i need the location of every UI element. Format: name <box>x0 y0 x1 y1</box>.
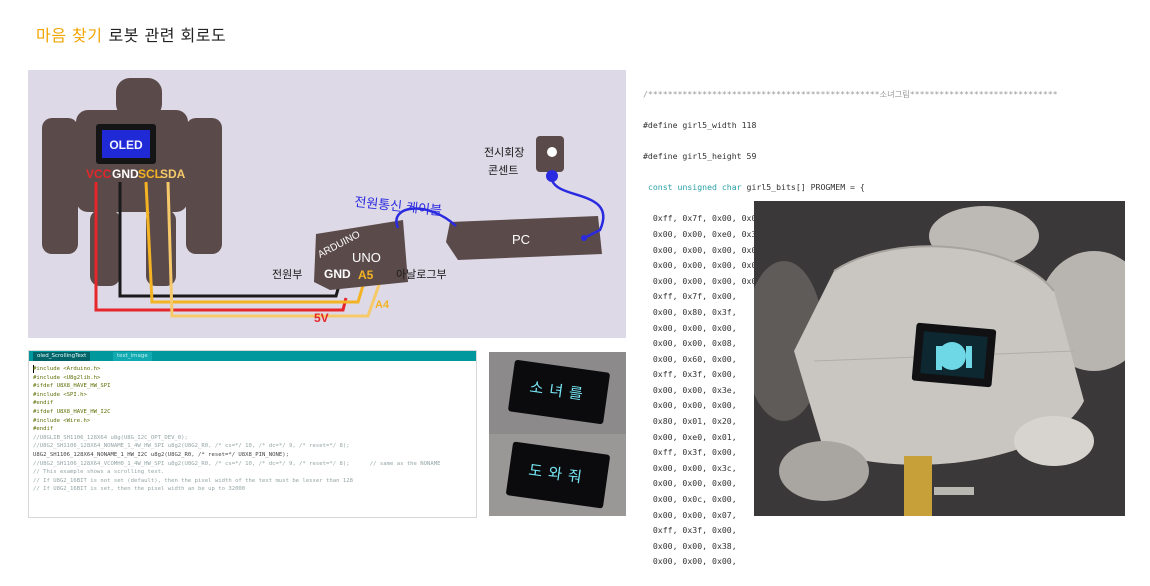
bitmap-row: 0x00, 0x00, 0x00, <box>643 478 737 489</box>
code-line: #include <Wire.h> <box>33 417 91 424</box>
tab-text-image[interactable]: text_image <box>113 352 152 361</box>
bitmap-row: 0xff, 0x3f, 0x00, <box>643 525 737 536</box>
bitmap-row: 0x00, 0x0c, 0x00, <box>643 494 737 505</box>
oled-text-1: 소녀를 <box>528 377 590 405</box>
bitmap-row: 0xff, 0x3f, 0x00, <box>643 447 737 458</box>
scl-wire <box>144 181 366 304</box>
code-line: #ifdef U8X8_HAVE_HW_I2C <box>33 408 111 415</box>
photo-girl-face <box>938 342 966 370</box>
define-width: #define girl5_width 118 <box>643 119 757 130</box>
title-accent: 마음 찾기 <box>36 26 103 45</box>
pin-scl-label: SCL <box>138 167 162 181</box>
outlet-plug <box>546 170 558 182</box>
bitmap-row: 0xff, 0x7f, 0x00, <box>643 291 737 302</box>
wiring-diagram-svg: OLED VCC GND SCL SDA ARDUINO UNO GND A5 … <box>42 78 605 325</box>
uno-label: UNO <box>352 250 381 265</box>
power-section-label: 전원부 <box>272 268 302 281</box>
code-area[interactable]: #include <Arduino.h> #include <U8g2lib.h>… <box>33 365 476 494</box>
code-line: #include <U8g2lib.h> <box>33 374 101 381</box>
bitmap-row: 0x80, 0x01, 0x20, <box>643 416 737 427</box>
page-title: 마음 찾기 로봇 관련 회로도 <box>36 22 226 46</box>
bitmap-row: 0x00, 0x00, 0x00, 0x00, <box>643 275 767 286</box>
bitmap-row: 0x00, 0x00, 0x07, <box>643 509 737 520</box>
vcc-wire <box>94 182 348 312</box>
gnd-board-label: GND <box>324 267 351 281</box>
5v-label: 5V <box>314 311 329 325</box>
oled-photo-1: 소녀를 <box>489 352 626 434</box>
outlet-hole <box>547 147 557 157</box>
code-line: // This example shows a scrolling text. <box>33 469 165 476</box>
oled-screen-1: 소녀를 <box>507 359 611 425</box>
arduino-editor: oled_ScrollingText text_image #include <… <box>28 350 477 518</box>
bitmap-row: 0x00, 0x00, 0x00, <box>643 400 737 411</box>
code-line: //U8G2_SH1106_128X64_NONAME_1_4W_HW_SPI … <box>33 443 350 450</box>
oled-screen-2: 도와줘 <box>505 441 611 509</box>
pc-port <box>581 235 587 241</box>
bitmap-row: 0x00, 0x00, 0x38, <box>643 540 737 551</box>
oled-text-2: 도와줘 <box>527 460 589 488</box>
bitmap-row: 0xff, 0x3f, 0x00, <box>643 369 737 380</box>
code-line: #endif <box>33 400 54 407</box>
analog-section-label: 아날로그부 <box>396 268 447 281</box>
sda-wire <box>166 181 382 318</box>
define-height: #define girl5_height 59 <box>643 150 757 161</box>
usb-cable <box>395 207 457 229</box>
bitmap-row: 0x00, 0x00, 0x3e, <box>643 384 737 395</box>
bitmap-row: 0x00, 0x00, 0x00, <box>643 556 737 567</box>
decl-rest: girl5_bits[] PROGMEM = { <box>741 182 865 193</box>
robot-figure <box>42 78 222 286</box>
oled-label: OLED <box>109 138 143 152</box>
bitmap-comment: /***************************************… <box>643 88 1058 99</box>
pc-box: PC <box>446 216 602 260</box>
text-caret <box>33 365 34 373</box>
array-declaration: const unsigned char girl5_bits[] PROGMEM… <box>643 180 1062 196</box>
title-rest: 로봇 관련 회로도 <box>108 26 227 45</box>
code-line: #include <SPI.h> <box>33 391 87 398</box>
pin-sda-label: SDA <box>160 167 186 181</box>
bitmap-row: 0x00, 0x00, 0x3c, <box>643 462 737 473</box>
code-line: #include <Arduino.h> <box>33 366 101 372</box>
code-line: // If U8G2_16BIT is set, then the pixel … <box>33 486 246 493</box>
decl-keywords: const unsigned char <box>647 182 742 193</box>
code-line: #endif <box>33 426 54 433</box>
bitmap-row: 0x00, 0x60, 0x00, <box>643 353 737 364</box>
a4-label: A4 <box>375 299 390 311</box>
code-line: // If U8G2_16BIT is not set (default), t… <box>33 477 353 484</box>
bitmap-row: 0x00, 0x00, 0x00, <box>643 322 737 333</box>
bitmap-row: 0x00, 0x80, 0x3f, <box>643 306 737 317</box>
code-line: U8G2_SH1106_128X64_NONAME_1_HW_I2C u8g2(… <box>33 451 289 458</box>
robot-photo <box>754 201 1125 516</box>
code-line: #ifdef U8X8_HAVE_HW_SPI <box>33 383 111 390</box>
outlet-label-line1: 전시회장 <box>484 146 524 159</box>
bitmap-row: 0x00, 0x00, 0x08, <box>643 338 737 349</box>
oled-photo-2: 도와줘 <box>489 434 626 516</box>
tab-oled-scrollingtext[interactable]: oled_ScrollingText <box>33 352 91 361</box>
a5-board-label: A5 <box>358 268 374 282</box>
code-line: //U8G2_SH1106_128X64_VCOMH0_1_4W_HW_SPI … <box>33 460 441 467</box>
arduino-board: ARDUINO UNO GND A5 <box>314 220 408 290</box>
pin-gnd-label: GND <box>112 167 139 181</box>
outlet-label-line2: 콘센트 <box>488 164 518 177</box>
editor-tab-bar: oled_ScrollingText text_image <box>29 351 476 361</box>
oled-module: OLED <box>96 124 156 164</box>
robot-photo-svg <box>754 201 1125 516</box>
bitmap-row: 0x00, 0xe0, 0x01, <box>643 431 737 442</box>
wiring-diagram: OLED VCC GND SCL SDA ARDUINO UNO GND A5 … <box>28 70 626 338</box>
code-line: //U8GLIB_SH1106_128X64 u8g(U8G_I2C_OPT_D… <box>33 434 188 441</box>
power-cable <box>550 179 605 240</box>
pc-label: PC <box>512 232 530 247</box>
pin-vcc-label: VCC <box>86 167 112 181</box>
